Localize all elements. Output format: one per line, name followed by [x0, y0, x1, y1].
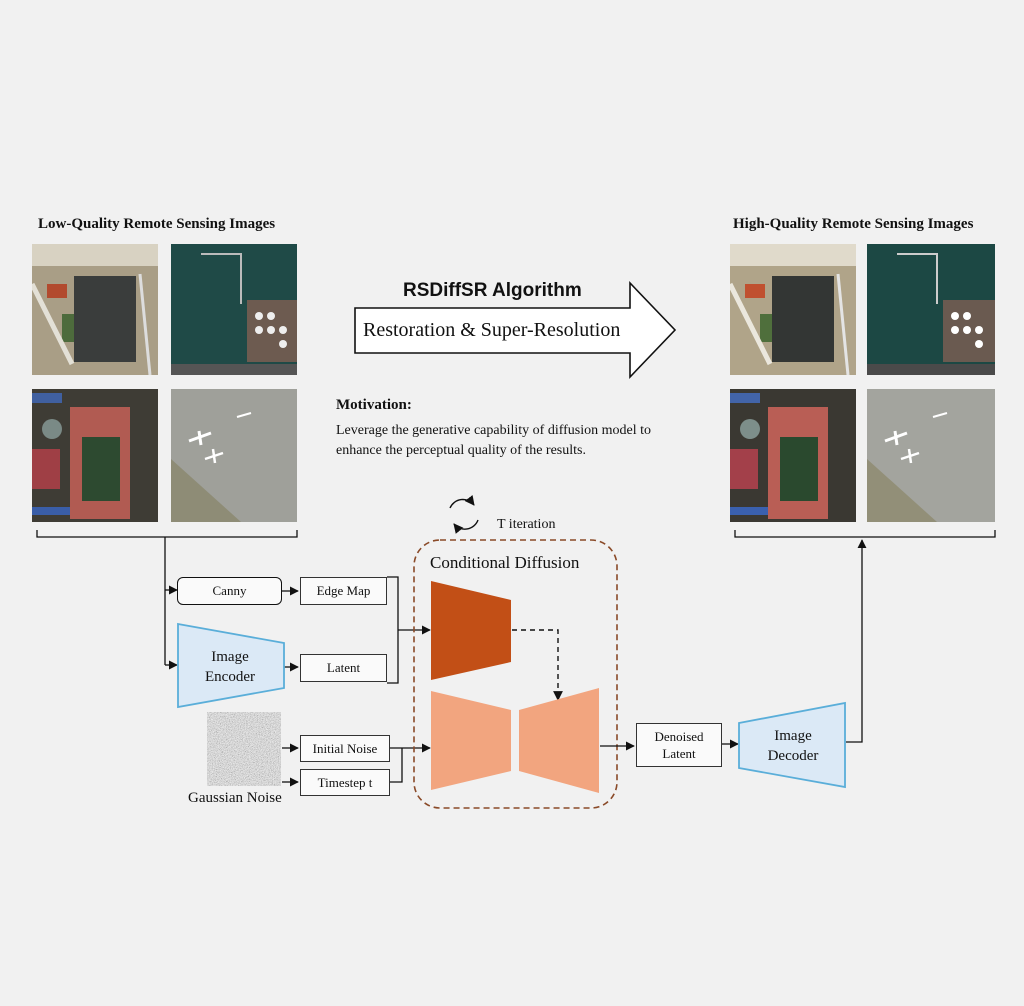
noise-texture-icon	[207, 712, 281, 786]
t-iteration-label: T iteration	[497, 517, 556, 532]
initial-noise-box: Initial Noise	[300, 735, 390, 762]
motivation-title: Motivation:	[336, 397, 412, 413]
denoised-latent-line1: Denoised	[654, 729, 704, 744]
gaussian-noise-label: Gaussian Noise	[188, 790, 282, 806]
refresh-cycle-icon	[449, 495, 479, 534]
denoised-latent-box: Denoised Latent	[636, 723, 722, 767]
timestep-box: Timestep t	[300, 769, 390, 796]
latent-box: Latent	[300, 654, 387, 682]
conditional-diffusion-frame	[413, 539, 618, 809]
image-encoder-line1: Image	[211, 649, 249, 665]
hq-image-airport	[867, 389, 995, 522]
unet-encoder-block	[431, 691, 511, 790]
image-decoder-block	[738, 701, 846, 789]
hq-image-harbor	[867, 244, 995, 375]
unet-decoder-block	[519, 688, 599, 793]
canny-box: Canny	[177, 577, 282, 605]
lq-heading: Low-Quality Remote Sensing Images	[38, 216, 276, 232]
image-decoder-label: Image Decoder	[748, 726, 838, 766]
lq-image-harbor	[171, 244, 297, 375]
image-encoder-block	[177, 622, 285, 709]
edge-map-box: Edge Map	[300, 577, 387, 605]
image-decoder-line1: Image	[774, 728, 812, 744]
image-decoder-line2: Decoder	[767, 748, 819, 764]
lq-image-sports-field	[32, 389, 158, 522]
hq-heading: High-Quality Remote Sensing Images	[733, 216, 974, 232]
hq-image-sports-field	[730, 389, 856, 522]
motivation-line-2: enhance the perceptual quality of the re…	[336, 443, 586, 458]
controlnet-block	[431, 581, 511, 680]
conditional-diffusion-label: Conditional Diffusion	[430, 553, 580, 572]
hq-image-stadium	[730, 244, 856, 375]
arrow-right-big-icon	[354, 281, 677, 379]
hq-brace	[734, 530, 996, 538]
denoised-latent-line2: Latent	[662, 746, 696, 761]
lq-image-airport	[171, 389, 297, 522]
algorithm-task: Restoration & Super-Resolution	[363, 319, 621, 341]
lq-brace	[36, 530, 298, 538]
lq-image-stadium	[32, 244, 158, 375]
image-encoder-label: Image Encoder	[185, 647, 275, 687]
algorithm-name: RSDiffSR Algorithm	[403, 280, 582, 301]
motivation-line-1: Leverage the generative capability of di…	[336, 423, 652, 438]
image-encoder-line2: Encoder	[205, 669, 255, 685]
